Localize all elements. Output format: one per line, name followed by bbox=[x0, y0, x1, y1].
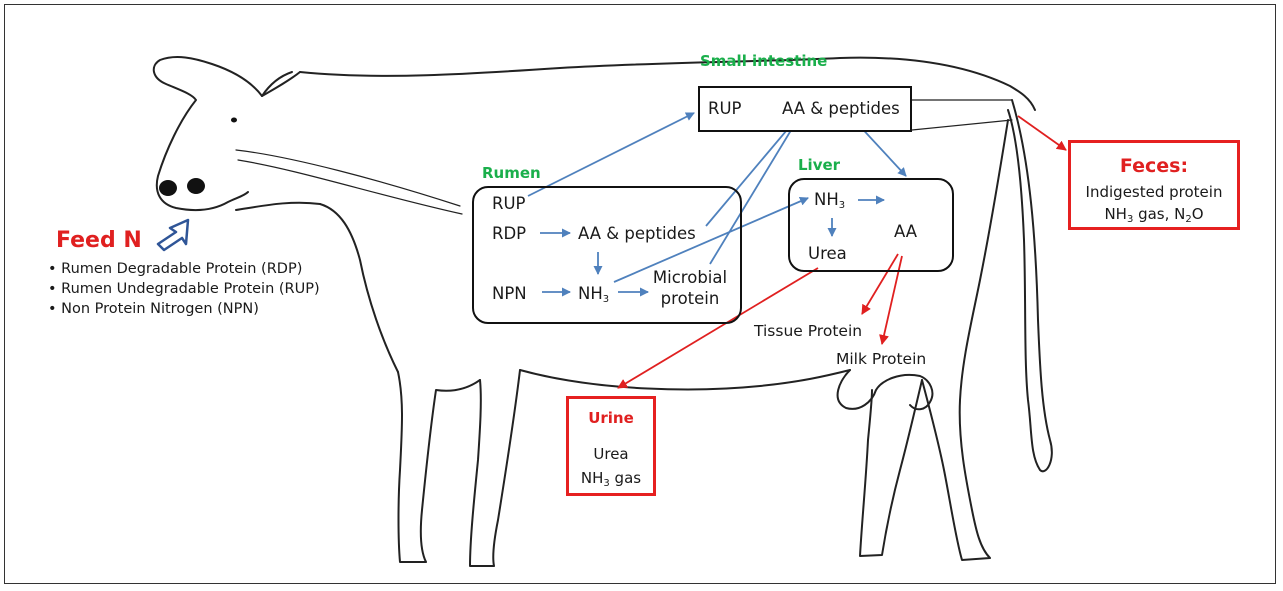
liver-title: Liver bbox=[798, 158, 840, 173]
rumen-aa-peptides: AA & peptides bbox=[578, 226, 696, 243]
liver-urea: Urea bbox=[808, 246, 847, 263]
feces-title: Feces: bbox=[1071, 155, 1237, 177]
tissue-protein-label: Tissue Protein bbox=[754, 324, 862, 340]
milk-protein-label: Milk Protein bbox=[836, 352, 926, 368]
intestine-aa-peptides: AA & peptides bbox=[782, 101, 900, 118]
arrow-rup-to-intestine bbox=[528, 113, 694, 196]
intestine-rup: RUP bbox=[708, 101, 742, 118]
feed-title: Feed N bbox=[56, 230, 142, 252]
feces-line1: Indigested protein bbox=[1071, 183, 1237, 201]
feed-item-rup: • Rumen Undegradable Protein (RUP) bbox=[48, 282, 320, 297]
feces-box: Feces: Indigested protein NH3 gas, N2O bbox=[1068, 140, 1240, 230]
rumen-nh3: NH3 bbox=[578, 286, 609, 303]
rumen-rdp: RDP bbox=[492, 226, 526, 243]
liver-nh3: NH3 bbox=[814, 192, 845, 209]
urine-line2: NH3 gas bbox=[569, 469, 653, 487]
arrow-to-feces bbox=[1018, 116, 1066, 150]
liver-aa: AA bbox=[894, 224, 917, 241]
cow-face-details bbox=[159, 118, 237, 197]
feed-arrow-icon bbox=[158, 220, 188, 250]
urine-title: Urine bbox=[569, 409, 653, 427]
urine-line1: Urea bbox=[569, 445, 653, 463]
rumen-title: Rumen bbox=[482, 166, 541, 181]
urine-box: Urine Urea NH3 gas bbox=[566, 396, 656, 496]
feed-item-npn: • Non Protein Nitrogen (NPN) bbox=[48, 302, 259, 317]
rumen-rup: RUP bbox=[492, 196, 526, 213]
rumen-npn: NPN bbox=[492, 286, 527, 303]
feces-line2: NH3 gas, N2O bbox=[1071, 205, 1237, 223]
feed-item-rdp: • Rumen Degradable Protein (RDP) bbox=[48, 262, 302, 277]
small-intestine-title: Small intestine bbox=[700, 54, 827, 69]
